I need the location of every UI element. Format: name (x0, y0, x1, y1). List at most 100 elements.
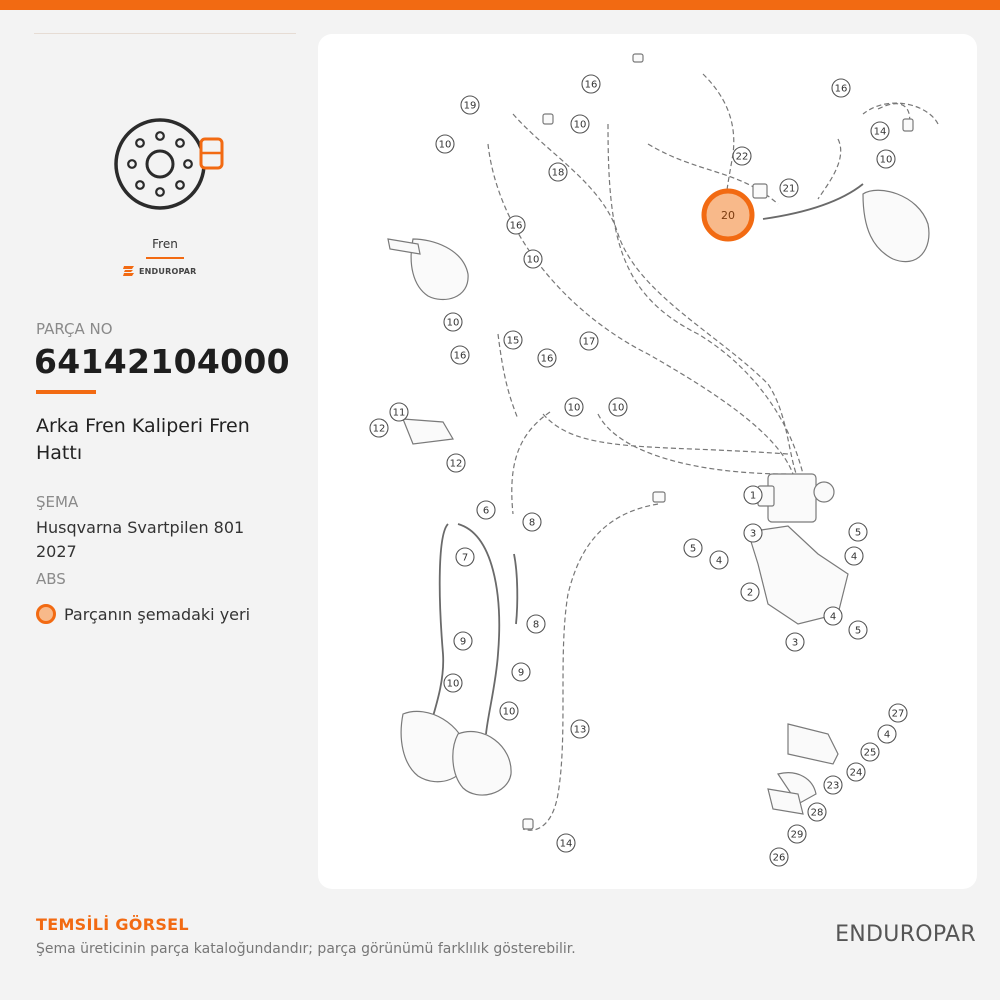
footer-brand: ENDUROPAR (835, 922, 976, 947)
callout-label: 18 (552, 168, 565, 179)
callout-bubble (876, 149, 896, 169)
callout-bubble (787, 824, 807, 844)
callout-bubble (732, 146, 752, 166)
callout-bubble (579, 331, 599, 351)
callout-bubble (556, 833, 576, 853)
callout-bubble (740, 582, 760, 602)
callout-bubble (570, 114, 590, 134)
callout-label: 10 (612, 403, 625, 414)
callout-bubble (823, 775, 843, 795)
callout-bubble (769, 847, 789, 867)
callout-label: 5 (855, 626, 861, 637)
callout-label: 8 (529, 518, 535, 529)
callout-bubble (846, 762, 866, 782)
highlight-marker-icon (36, 604, 56, 624)
brand-name: ENDUROPAR (139, 266, 197, 276)
callout-label: 10 (880, 155, 893, 166)
callout-label: 10 (574, 120, 587, 131)
callout-label: 10 (447, 318, 460, 329)
callout-label: 4 (884, 730, 890, 741)
callout-bubble (369, 418, 389, 438)
schema-variant: ABS (36, 570, 66, 588)
callout-label: 3 (792, 638, 798, 649)
legend-label: Parçanın şemadaki yeri (64, 604, 251, 624)
callout-label: 10 (568, 403, 581, 414)
callout-label: 10 (447, 679, 460, 690)
callout-label: 12 (373, 424, 386, 435)
callout-highlighted: 20 (721, 209, 735, 222)
callout-label: 3 (750, 529, 756, 540)
callout-label: 7 (462, 553, 468, 564)
callout-bubble (807, 802, 827, 822)
callout-label: 17 (583, 337, 596, 348)
callout-bubble (709, 550, 729, 570)
callout-label: 11 (393, 408, 406, 419)
brake-disc-icon (114, 118, 224, 210)
callout-label: 14 (874, 127, 887, 138)
callout-label: 10 (527, 255, 540, 266)
part-number-label: PARÇA NO (36, 320, 113, 338)
callout-label: 16 (541, 354, 554, 365)
legend: Parçanın şemadaki yeri (36, 604, 250, 624)
callout-bubble (823, 606, 843, 626)
callout-bubble (435, 134, 455, 154)
callout-bubble (548, 162, 568, 182)
callout-label: 28 (811, 808, 824, 819)
callout-label: 5 (690, 544, 696, 555)
callout-bubble (779, 178, 799, 198)
callout-bubble (522, 512, 542, 532)
callout-bubble (503, 330, 523, 350)
divider (34, 33, 296, 34)
callout-bubble (511, 662, 531, 682)
callout-bubble (443, 673, 463, 693)
top-accent-bar (0, 0, 1000, 10)
callout-bubble (743, 485, 763, 505)
callout-label: 14 (560, 839, 573, 850)
callout-label: 16 (585, 80, 598, 91)
callout-bubble (870, 121, 890, 141)
callout-label: 8 (533, 620, 539, 631)
callout-label: 26 (773, 853, 786, 864)
callout-bubble (888, 703, 908, 723)
callout-label: 15 (507, 336, 520, 347)
callout-bubble (608, 397, 628, 417)
callout-label: 13 (574, 725, 587, 736)
callout-bubble (446, 453, 466, 473)
callout-bubble (499, 701, 519, 721)
callout-label: 5 (855, 528, 861, 539)
callout-bubble (476, 500, 496, 520)
part-name: Arka Fren Kaliperi Fren Hattı (36, 415, 250, 464)
callout-bubble (443, 312, 463, 332)
callout-bubble (453, 631, 473, 651)
callout-bubble (860, 742, 880, 762)
callout-label: 22 (736, 152, 749, 163)
callout-bubble (683, 538, 703, 558)
callout-label: 2 (747, 588, 753, 599)
callout-bubble (743, 523, 763, 543)
callout-bubble (506, 215, 526, 235)
callout-label: 6 (483, 506, 489, 517)
callout-label: 25 (864, 748, 877, 759)
callout-bubble (785, 632, 805, 652)
callout-label: 16 (510, 221, 523, 232)
callout-bubble (877, 724, 897, 744)
brand-logo-small: ENDUROPAR (123, 266, 197, 276)
callout-label: 27 (892, 709, 905, 720)
callout-bubble (460, 95, 480, 115)
callout-label: 9 (518, 668, 524, 679)
callout-bubble (450, 345, 470, 365)
callout-bubble (455, 547, 475, 567)
callout-bubble (523, 249, 543, 269)
representative-label: TEMSİLİ GÖRSEL (36, 915, 189, 934)
callout-label: 4 (851, 552, 857, 563)
category-underline (146, 257, 184, 259)
callout-label: 4 (716, 556, 722, 567)
highlight-marker (701, 188, 755, 242)
callout-label: 29 (791, 830, 804, 841)
callout-bubble (564, 397, 584, 417)
callout-label: 12 (450, 459, 463, 470)
category-label: Fren (152, 237, 178, 251)
